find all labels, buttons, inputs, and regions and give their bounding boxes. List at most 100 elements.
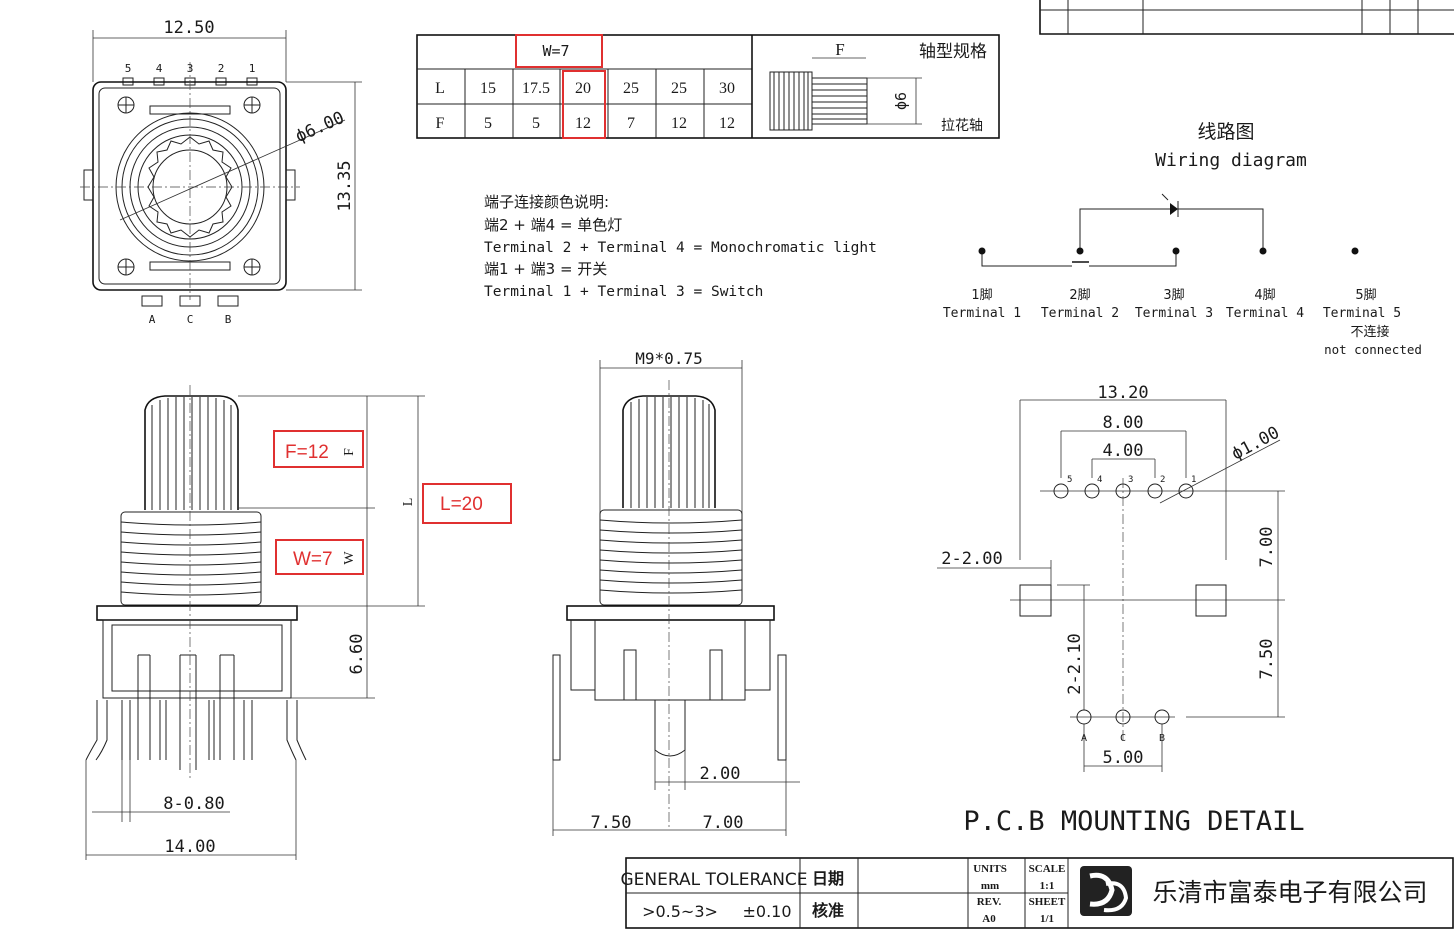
pcb-pin-label: 4: [1097, 475, 1102, 485]
spec-f-cell: 7: [627, 115, 635, 132]
dim-pin-thickness: 2.00: [700, 764, 741, 784]
notes-line: Terminal 1 + Terminal 3 = Switch: [484, 284, 763, 300]
dim-width: 12.50: [163, 18, 214, 38]
tb-sheet: SHEET: [1029, 896, 1066, 908]
dim-right: 7.00: [703, 813, 744, 833]
tb-tol-value: ±0.10: [742, 902, 791, 921]
red-label-l: L=20: [440, 494, 483, 515]
side-view: F=12 F L=20 W=7 W L 6.60 8-0.80 14.00: [85, 385, 512, 860]
pin-a-label: A: [149, 313, 156, 326]
dim-shaft-dia: ϕ6.00: [293, 108, 348, 147]
spec-l-cell: 20: [575, 80, 591, 97]
pcb-pin-label: 3: [1128, 475, 1133, 485]
tb-tolerance: GENERAL TOLERANCE: [620, 870, 807, 890]
dim-thread: M9*0.75: [635, 349, 702, 368]
spec-f-cell: 5: [484, 115, 492, 132]
pcb-dim-abc: 2-2.10: [1065, 633, 1085, 694]
wiring-diagram: 线路图 Wiring diagram 1脚 Terminal 1 2脚 Term…: [943, 121, 1422, 357]
notes-line: 端1 + 端3 = 开关: [484, 260, 607, 278]
terminal-5-note-cn: 不连接: [1350, 324, 1389, 340]
dim-l: L: [401, 498, 416, 507]
pcb-dim-w3: 4.00: [1103, 441, 1144, 461]
spec-f-cell: 5: [532, 115, 540, 132]
pin-5-label: 5: [125, 62, 132, 75]
wiring-title-cn: 线路图: [1197, 121, 1254, 143]
spec-row-f-head: F: [436, 115, 445, 132]
pcb-pin-label: C: [1120, 733, 1126, 744]
header-box: [1039, 0, 1454, 35]
dim-pin-width: 8-0.80: [163, 794, 224, 814]
pin-2-label: 2: [218, 62, 225, 75]
dim-body-height: 6.60: [347, 634, 367, 675]
spec-l-cell: 25: [623, 80, 639, 97]
tb-units: UNITS: [973, 863, 1007, 875]
terminal-label-cn: 5脚: [1355, 287, 1376, 303]
spec-row-l-head: L: [435, 80, 445, 97]
company-logo: [1080, 866, 1132, 916]
terminal-label-cn: 2脚: [1069, 287, 1090, 303]
terminal-label-en: Terminal 2: [1041, 306, 1119, 321]
spec-table: W=7 L 15 17.5 20 25 25 30 F 5 5 12 7 12 …: [416, 34, 1000, 139]
pcb-detail: 13.20 8.00 4.00 ϕ1.00 5 4 3 2 1 2-2.00: [937, 383, 1305, 837]
notes-title: 端子连接颜色说明:: [484, 193, 609, 211]
pcb-dim-v2: 7.50: [1257, 639, 1277, 680]
notes: 端子连接颜色说明: 端2 + 端4 = 单色灯 Terminal 2 + Ter…: [484, 193, 877, 300]
pcb-pin-label: 5: [1067, 475, 1072, 485]
tb-scale: SCALE: [1029, 863, 1066, 875]
tb-company: 乐清市富泰电子有限公司: [1152, 878, 1427, 907]
pin-1-label: 1: [249, 62, 256, 75]
spec-f-cell: 12: [575, 115, 591, 132]
spec-l-cell: 17.5: [522, 80, 550, 97]
spec-l-cell: 25: [671, 80, 687, 97]
pcb-dim-w2: 8.00: [1103, 413, 1144, 433]
terminal-label-cn: 3脚: [1163, 287, 1184, 303]
shaft-dia-label: ϕ6: [892, 92, 910, 110]
red-label-f: F=12: [285, 442, 329, 463]
dim-w: W: [342, 551, 357, 565]
spec-f-cell: 12: [671, 115, 687, 132]
tb-scale-value: 1:1: [1040, 880, 1055, 892]
dim-f: F: [342, 448, 357, 456]
pcb-pin-label: 2: [1160, 475, 1165, 485]
pcb-title: P.C.B MOUNTING DETAIL: [963, 806, 1304, 837]
tb-rev: REV.: [977, 896, 1002, 908]
spec-w-label: W=7: [542, 42, 569, 60]
pcb-dim-slot: 2-2.00: [941, 549, 1002, 569]
tb-check: 核准: [812, 901, 844, 920]
shaft-type: 拉花轴: [941, 118, 983, 134]
pcb-pin-label: 1: [1191, 475, 1196, 485]
dim-height: 13.35: [335, 160, 355, 211]
tb-rev-value: A0: [982, 913, 996, 925]
pcb-dim-w1: 13.20: [1097, 383, 1148, 403]
tb-tol-range: >0.5~3>: [642, 902, 718, 921]
terminal-label-en: Terminal 5: [1323, 306, 1401, 321]
red-label-w: W=7: [293, 549, 333, 570]
dim-total-width: 14.00: [164, 837, 215, 857]
terminal-label-en: Terminal 1: [943, 306, 1021, 321]
wiring-title-en: Wiring diagram: [1155, 150, 1307, 171]
spec-l-cell: 15: [480, 80, 496, 97]
pin-c-label: C: [187, 313, 194, 326]
shaft-f-label: F: [835, 40, 844, 59]
terminal-label-en: Terminal 4: [1226, 306, 1304, 321]
terminal-label-cn: 4脚: [1254, 287, 1275, 303]
tb-units-value: mm: [981, 880, 999, 892]
pin-b-label: B: [225, 313, 232, 326]
pcb-dim-v1: 7.00: [1257, 527, 1277, 568]
front-view: M9*0.75 2.00 7.50 7.0: [552, 349, 800, 836]
terminal-label-en: Terminal 3: [1135, 306, 1213, 321]
shaft-title: 轴型规格: [919, 42, 987, 62]
pcb-dim-hole: ϕ1.00: [1228, 423, 1283, 465]
spec-l-cell: 30: [719, 80, 735, 97]
pin-4-label: 4: [156, 62, 163, 75]
tb-date: 日期: [812, 869, 844, 888]
top-view: 12.50 5 4 3 2 1: [80, 18, 362, 326]
dim-left: 7.50: [591, 813, 632, 833]
terminal-label-cn: 1脚: [971, 287, 992, 303]
terminal-5-note-en: not connected: [1324, 342, 1422, 357]
spec-f-cell: 12: [719, 115, 735, 132]
pcb-dim-abc-width: 5.00: [1103, 748, 1144, 768]
notes-line: Terminal 2 + Terminal 4 = Monochromatic …: [484, 240, 877, 256]
title-block: GENERAL TOLERANCE >0.5~3> ±0.10 日期 核准 UN…: [620, 857, 1454, 929]
